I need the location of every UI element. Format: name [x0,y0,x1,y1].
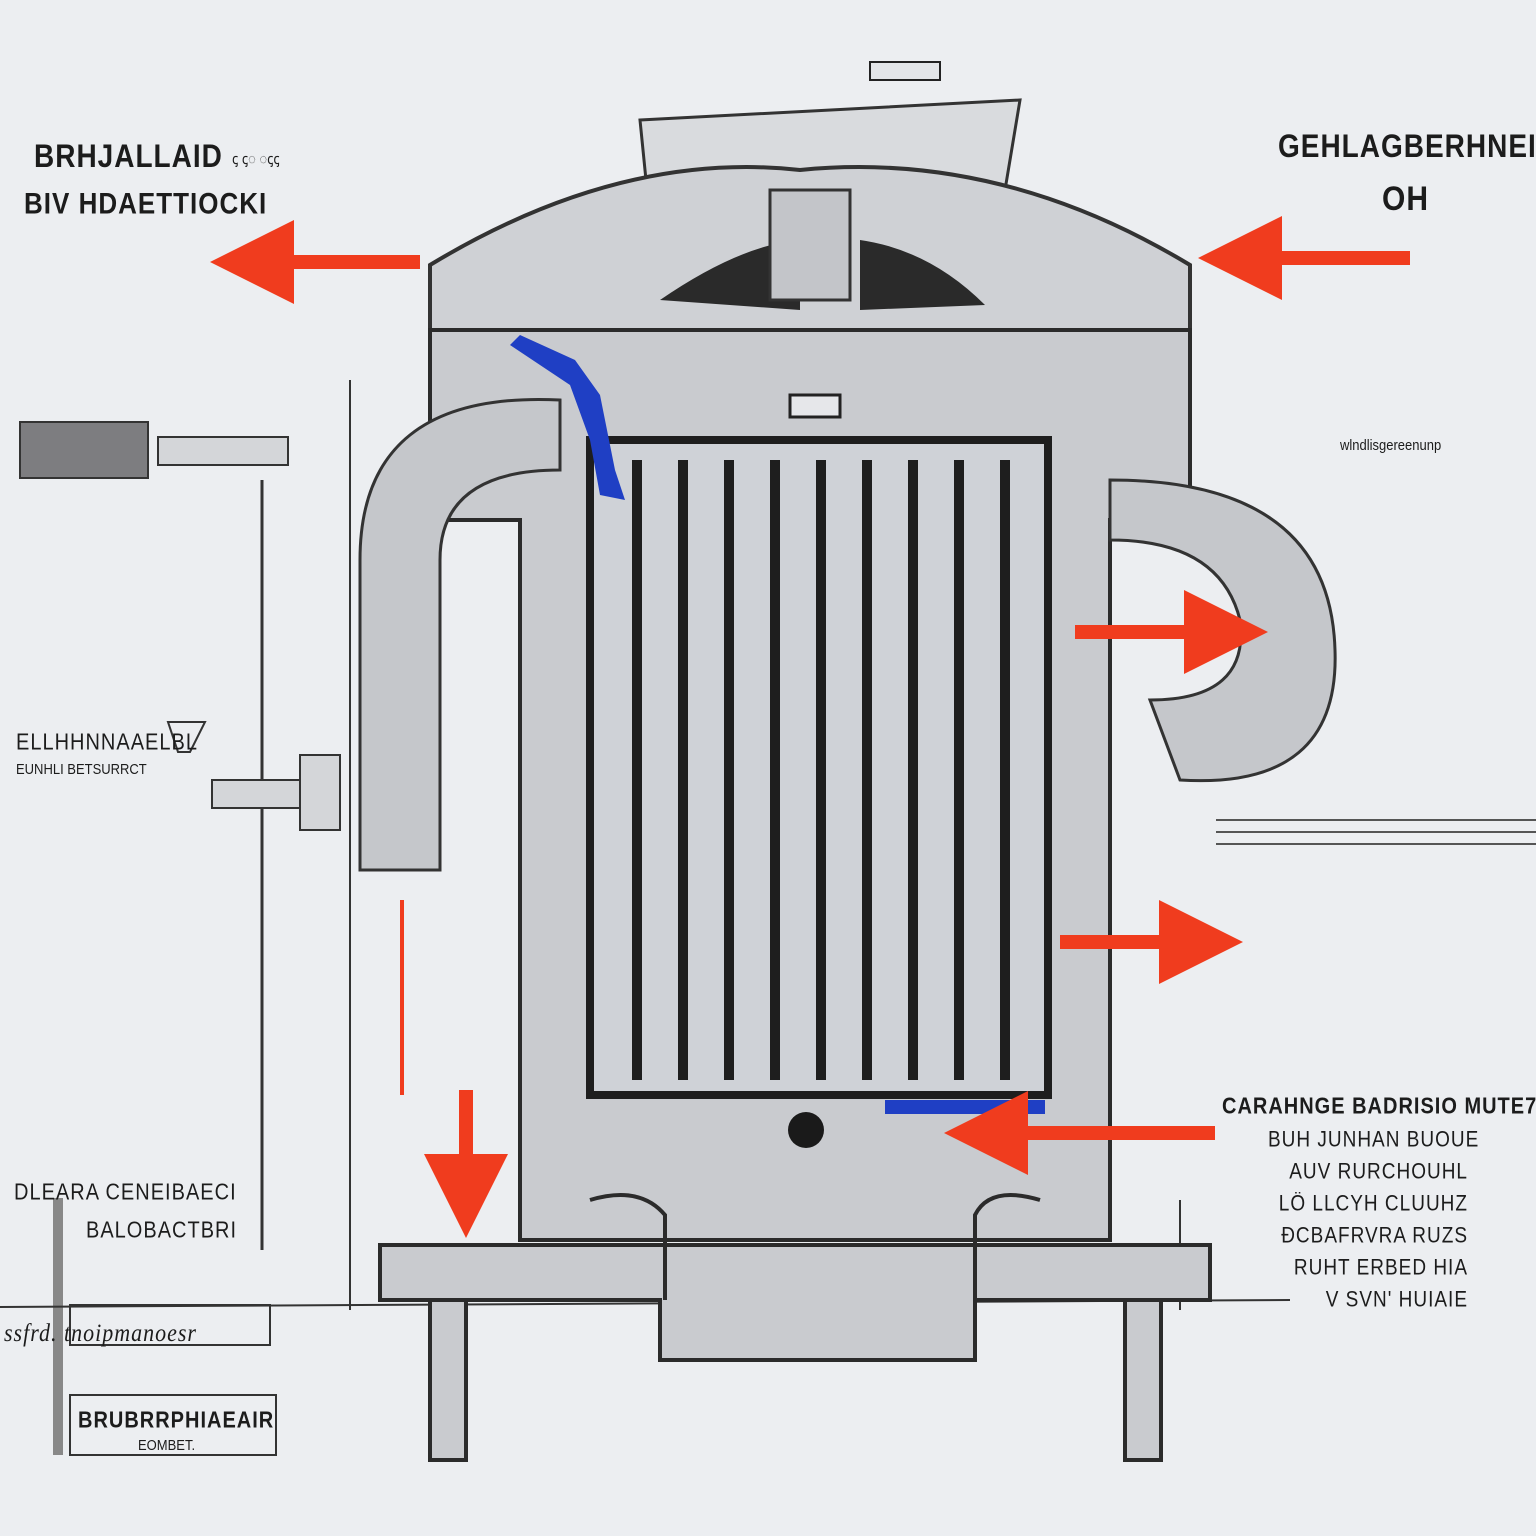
label-bottom-left-line1: DLEARA CENEIBAECI [14,1180,237,1206]
label-bottom-left-box-line2: EOMBET. [138,1436,196,1454]
label-top-right-line2: OH [1382,180,1429,218]
coolant-inlet-hose [510,335,625,500]
label-left-mid-line1: ELLHHNNAAELBL [16,730,198,756]
right-leg [1123,1298,1163,1462]
left-leg [428,1298,468,1462]
label-right-small: wlndlisgereenunp [1340,436,1442,454]
flow-arrows [210,216,1410,1238]
bottom-right-label: ĐCBAFRVRA RUZS [1281,1224,1468,1249]
inlet-hose-left [358,397,562,872]
bottom-right-label: V SVN' HUIAIE [1325,1288,1468,1313]
bottom-right-label: AUV RURCHOUHL [1289,1160,1468,1185]
funnel-icon [166,721,207,753]
outlet-hose-right [1108,478,1337,783]
label-left-mid-line2: EUNHLI BETSURRCT [16,760,147,778]
left-connector-pipe [157,436,289,466]
pressure-cap [869,61,941,81]
bottom-right-label: BUH JUNHAN BUOUE [1268,1128,1480,1153]
drain-plug [788,1112,824,1148]
drain-valve [299,754,341,831]
bottom-left-label-box [69,1304,271,1346]
bottom-right-label-list: BUH JUNHAN BUOUE AUV RURCHOUHL LÖ LLCYH … [1268,1128,1480,1320]
label-bottom-left-line2: BALOBACTBRI [86,1218,238,1244]
bottom-left-detail-box [69,1394,277,1456]
filler-neck [768,188,852,302]
bottom-right-label: RUHT ERBED HIA [1293,1256,1468,1281]
radiator-core-fins [632,460,1010,1080]
label-top-left-line1: BRHJALLAID [34,138,223,174]
lower-coolant-line [885,1100,1045,1114]
bottom-right-label: LÖ LLCYH CLUUHZ [1278,1192,1468,1217]
label-bottom-left-box-line1: BRUBRRPHIAEAIR [78,1408,275,1434]
label-top-right-line1: GEHLAGBERHNEI [1278,128,1536,164]
drain-pipe [211,779,308,809]
label-bottom-left-script: ssfrd. tnoipmanoesr [4,1318,197,1347]
label-top-left-note: ꞔ ꞔ◌ ◌ꞔꞔ [232,150,280,168]
left-gauge-box [19,421,149,479]
label-top-left-line2: BIV HDAETTIOCKI [24,186,268,221]
label-bottom-right-heading: CARAHNGE BADRISIO MUTE7 [1222,1094,1536,1120]
top-fitting [788,393,842,419]
tank-slot-left [660,240,800,310]
radiator-base [378,1243,1212,1362]
tank-slot-right [860,240,985,310]
